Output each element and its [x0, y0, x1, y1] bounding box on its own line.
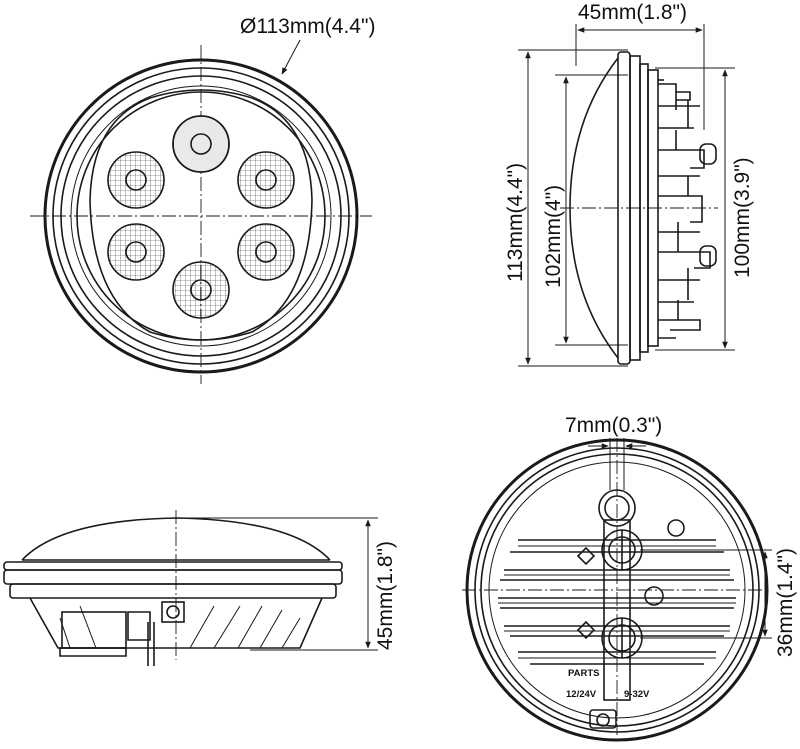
- voltage-marking-left: 12/24V: [566, 689, 597, 700]
- led-top: [172, 115, 230, 173]
- profile-view: 45mm(1.8"): [3, 510, 397, 666]
- led-lower-right: [237, 223, 295, 281]
- terminal-spacing-label: 36mm(1.4"): [774, 548, 797, 657]
- diameter-label: Ø113mm(4.4"): [240, 15, 375, 38]
- front-view: Ø113mm(4.4"): [30, 15, 375, 384]
- height-outer-label: 113mm(4.4"): [504, 163, 527, 282]
- side-view: 45mm(1.8") 113mm(4.4") 102mm(4") 100mm(3…: [504, 1, 754, 367]
- depth-side-label: 45mm(1.8"): [374, 541, 397, 650]
- led-bottom: [172, 261, 230, 319]
- side-fins: [658, 83, 717, 339]
- brand-marking: PARTS: [568, 668, 600, 679]
- pin-spacing-label: 7mm(0.3"): [565, 414, 662, 437]
- voltage-marking-right: 9-32V: [624, 689, 650, 700]
- height-lens-label: 102mm(4"): [542, 185, 565, 288]
- led-upper-left: [107, 151, 165, 209]
- led-lower-left: [107, 223, 165, 281]
- back-view: 7mm(0.3") 36mm(1.4") PARTS 12/24V 9-32V: [462, 414, 797, 742]
- led-upper-right: [237, 151, 295, 209]
- depth-top-label: 45mm(1.8"): [578, 1, 687, 24]
- led-array: [107, 115, 295, 319]
- height-body-label: 100mm(3.9"): [731, 157, 754, 278]
